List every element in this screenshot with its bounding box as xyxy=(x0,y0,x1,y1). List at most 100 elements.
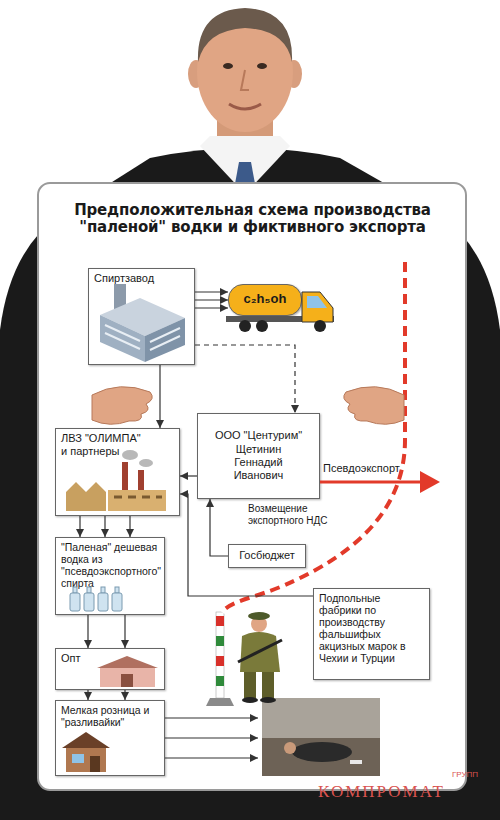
forgery-box: Подпольные фабрики по производству фальш… xyxy=(313,588,430,680)
bottles xyxy=(70,587,122,611)
wall xyxy=(100,668,155,687)
export-arrow xyxy=(320,471,440,493)
node-text: Опт xyxy=(61,652,81,665)
stripe xyxy=(216,656,224,666)
bottle xyxy=(98,593,108,611)
arrow-line xyxy=(165,737,258,738)
arrow-line xyxy=(165,757,258,758)
door xyxy=(90,756,100,772)
drunk-photo xyxy=(262,698,380,776)
smoke xyxy=(122,450,138,460)
window xyxy=(72,754,84,763)
distillery-box: ЛВЗ "ОЛИМПА" и партнеры xyxy=(55,428,180,516)
node-text: ООО "Центурим" xyxy=(215,429,302,442)
chimney xyxy=(138,470,144,492)
cab-window xyxy=(307,296,327,308)
workshop xyxy=(108,490,166,511)
company-box: ООО "Центурим"Щетинин Геннадий Иванович xyxy=(197,413,320,499)
wall xyxy=(66,748,106,772)
photo-frame xyxy=(262,698,380,776)
flow-arrow xyxy=(159,365,160,428)
wall xyxy=(145,318,185,362)
budget-box: Госбюджет xyxy=(228,544,306,568)
eye xyxy=(257,63,267,69)
flow-arrow xyxy=(104,516,105,537)
guard-leg xyxy=(244,672,256,698)
wheel xyxy=(314,320,326,332)
post-base xyxy=(206,698,234,706)
bottle xyxy=(70,593,80,611)
wholesale-box: Опт xyxy=(55,648,165,690)
rifle xyxy=(238,640,282,662)
flow-arrow xyxy=(195,299,228,300)
route-line xyxy=(222,262,405,612)
stripe xyxy=(216,636,224,646)
annotation: Псевдоэкспорт xyxy=(323,462,400,475)
boot xyxy=(242,697,258,703)
roof xyxy=(62,732,110,748)
stripe xyxy=(216,616,224,626)
tanker-truck xyxy=(226,292,334,332)
eye xyxy=(223,63,233,69)
wall xyxy=(100,315,145,362)
boot xyxy=(260,697,276,703)
bottle-neck xyxy=(73,587,77,593)
left-hand xyxy=(92,387,152,425)
workshop xyxy=(66,482,106,511)
node-text: "Паленая" дешевая водка из "псевдоэкспор… xyxy=(61,541,161,589)
node-text: Подпольные фабрики по производству фальш… xyxy=(319,592,424,664)
bottle xyxy=(84,593,94,611)
product-box: "Паленая" дешевая водка из "псевдоэкспор… xyxy=(55,537,165,615)
flow-arrow xyxy=(180,494,313,596)
export-head xyxy=(420,471,440,493)
flow-arrow xyxy=(180,475,197,476)
bottle-neck xyxy=(101,587,105,593)
factory xyxy=(66,450,166,511)
mouth xyxy=(229,104,261,109)
node-text: Спиртзавод xyxy=(94,272,154,285)
guard-leg xyxy=(262,672,274,698)
windows xyxy=(105,325,180,350)
retail-arrows xyxy=(165,718,258,758)
smoke xyxy=(139,459,153,467)
door xyxy=(121,674,133,687)
flow-arrow xyxy=(87,690,88,700)
warehouse xyxy=(97,656,158,687)
edge-label: Возмещение экспортного НДС xyxy=(248,503,328,526)
flow-arrow xyxy=(195,345,295,413)
bottle xyxy=(112,593,122,611)
tower xyxy=(114,284,126,318)
flow-arrow xyxy=(210,499,228,556)
chassis xyxy=(226,316,334,322)
bottle-neck xyxy=(115,587,119,593)
node-text: Госбюджет xyxy=(239,549,295,562)
suit xyxy=(0,148,500,820)
node-text: ЛВЗ "ОЛИМПА" и партнеры xyxy=(61,432,146,457)
lying-figure xyxy=(292,742,352,762)
plant-building xyxy=(100,284,185,362)
wheel xyxy=(239,320,251,332)
diagram-title: Предположительная схема производства "па… xyxy=(55,202,450,237)
export-line xyxy=(320,481,422,484)
border-post xyxy=(206,612,234,706)
plant-box: Спиртзавод xyxy=(88,268,195,365)
watermark: КОМПРОМАТ xyxy=(318,782,445,802)
chimney xyxy=(122,462,128,492)
flow-arrow xyxy=(87,615,88,648)
guard-body xyxy=(240,632,280,672)
route-underlay xyxy=(222,262,405,612)
flow-arrow xyxy=(124,690,125,700)
wheel xyxy=(256,320,268,332)
right-hand xyxy=(344,387,404,425)
flow-arrow xyxy=(129,516,130,537)
head xyxy=(284,742,296,754)
node-text: c₂h₅oh xyxy=(244,292,287,307)
bottle xyxy=(350,760,362,764)
shop xyxy=(62,732,110,772)
node-text: Мелкая розница и "разливайки" xyxy=(61,704,161,728)
